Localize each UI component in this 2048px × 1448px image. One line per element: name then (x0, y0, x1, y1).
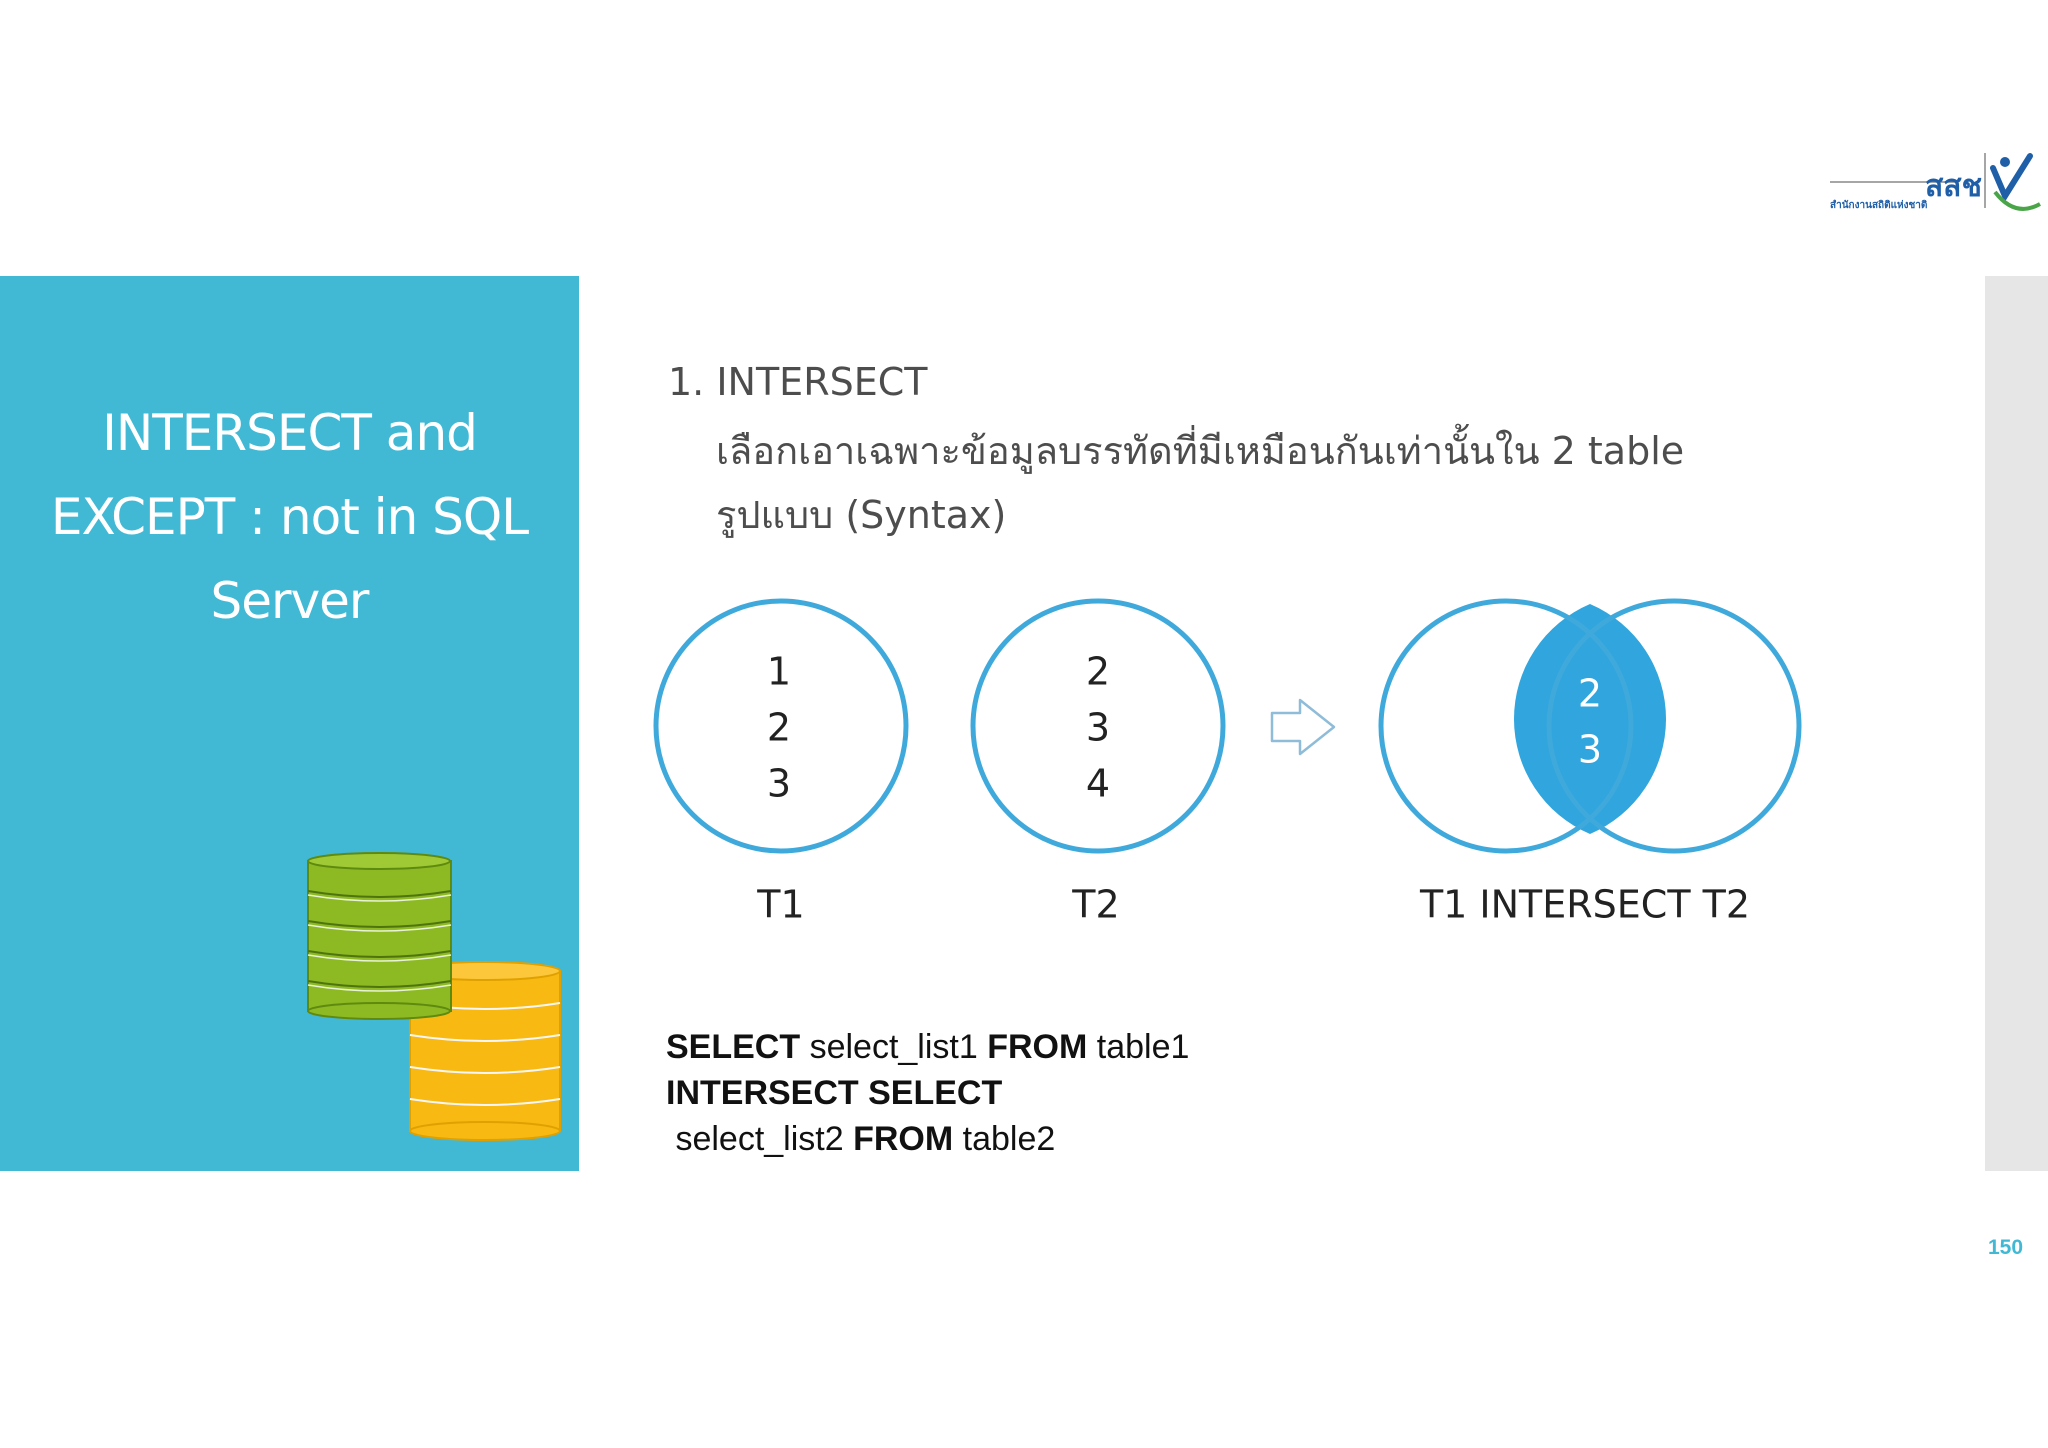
logo-subtext: สำนักงานสถิติแห่งชาติ (1830, 199, 1927, 211)
t1-label: T1 (756, 883, 804, 927)
arrow-right-icon (1270, 698, 1336, 756)
t2-label: T2 (1071, 883, 1119, 927)
sql-keyword-select: SELECT (666, 1028, 801, 1066)
t2-value-1: 2 (1086, 650, 1110, 694)
nso-logo: สสช สำนักงานสถิติแห่งชาติ (1830, 153, 2041, 211)
sql-select-list-2: select_list2 (666, 1120, 854, 1158)
t2-value-3: 4 (1086, 762, 1110, 806)
sql-keyword-from-2: FROM (853, 1120, 954, 1158)
intersect-description: เลือกเอาเฉพาะข้อมูลบรรทัดที่มีเหมือนกันเ… (716, 429, 1685, 473)
intersect-diagram: 1 2 3 T1 2 3 4 T2 2 3 T1 INTERSECT T2 (653, 598, 1802, 927)
sql-select-list-1: select_list1 (800, 1028, 988, 1066)
sql-table-2: table2 (953, 1120, 1056, 1158)
slide-title-line-2: EXCEPT : not in SQL (50, 488, 529, 546)
syntax-label: รูปแบบ (Syntax) (716, 493, 1007, 537)
t1-value-1: 1 (767, 650, 791, 694)
sql-line-2: INTERSECT SELECT (666, 1074, 1003, 1112)
result-value-1: 2 (1578, 672, 1602, 716)
slide-title: INTERSECT and EXCEPT : not in SQL Server (0, 391, 579, 643)
result-right-circle (1546, 598, 1802, 854)
sql-line-3: select_list2 FROM table2 (666, 1116, 1189, 1162)
result-label: T1 INTERSECT T2 (1419, 883, 1750, 927)
sql-keyword-from: FROM (987, 1028, 1088, 1066)
t1-circle (653, 598, 909, 854)
section-heading: 1. INTERSECT (668, 360, 928, 404)
t1-value-3: 3 (767, 762, 791, 806)
intersection-region (1513, 604, 1667, 834)
database-icon (307, 852, 561, 1141)
sql-line-1: SELECT select_list1 FROM table1 (666, 1024, 1189, 1070)
slide-title-line-3: Server (210, 572, 370, 630)
t2-value-2: 3 (1086, 706, 1110, 750)
sql-table-1: table1 (1087, 1028, 1190, 1066)
t1-value-2: 2 (767, 706, 791, 750)
side-strip (1985, 276, 2048, 1171)
result-left-circle (1378, 598, 1634, 854)
t2-circle (970, 598, 1226, 854)
title-panel: INTERSECT and EXCEPT : not in SQL Server (0, 276, 579, 1171)
result-value-2: 3 (1578, 728, 1602, 772)
page-number: 150 (1988, 1236, 2024, 1259)
logo-text: สสช (1925, 169, 1982, 204)
slide-title-line-1: INTERSECT and (102, 404, 478, 462)
sql-syntax: SELECT select_list1 FROM table1 INTERSEC… (666, 1024, 1189, 1162)
